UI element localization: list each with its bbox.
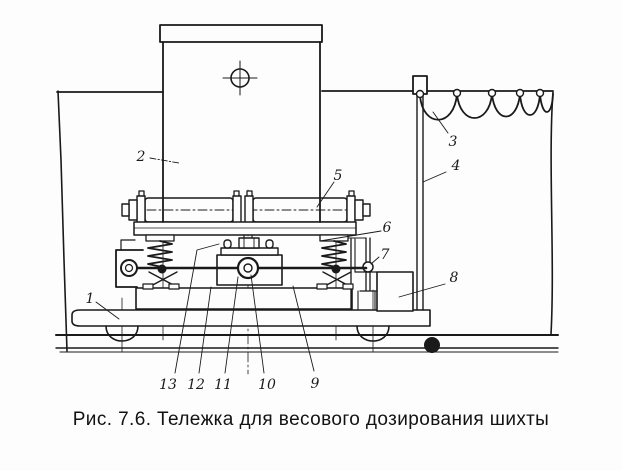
block-subplate [221,248,278,255]
callout-12: 12 [187,287,211,393]
callout-7-number: 7 [381,247,390,263]
roller-end-plate [137,196,145,224]
callout-2-number: 2 [136,149,146,165]
hook-hanger-lines [121,240,135,250]
base-frame [136,288,352,309]
cable-post-assembly [413,76,553,310]
cable-loop [420,94,457,120]
cable-ring [454,90,461,97]
callout-11-number: 11 [214,377,232,393]
cable-loop [520,94,540,115]
platform-beam [72,310,430,326]
right-spring-assembly [317,235,353,289]
callout-11: 11 [214,277,238,393]
roller-end-plate [355,200,363,220]
festoon-cable [417,90,554,120]
equipment-box [377,272,413,311]
support-foot [317,284,327,289]
block-center-tab [239,238,259,248]
callout-8-number: 8 [450,270,459,286]
callout-1: 1 [86,291,119,319]
link-guide [358,291,375,310]
callout-6-number: 6 [383,220,392,236]
central-pivot-hole [244,264,252,272]
wall-right-edge [551,92,553,334]
roller-bolt-head [122,204,129,216]
cable-ring [489,90,496,97]
support-foot [169,284,179,289]
callout-4-number: 4 [451,158,461,174]
left-spring-assembly [143,235,179,289]
cable-ring [417,91,424,98]
roller-end-plate [347,196,355,224]
hopper-center-mark [223,61,257,95]
central-pivot-ring [238,258,258,278]
callout-10: 10 [251,275,276,393]
callout-3-number: 3 [449,134,458,150]
right-wheel [357,326,389,341]
callout-13: 13 [159,244,219,393]
callout-9-number: 9 [311,376,320,392]
callout-10-number: 10 [258,377,276,393]
callout-6: 6 [320,220,392,241]
callout-5: 5 [317,168,343,207]
callout-12-number: 12 [187,377,205,393]
callout-9: 9 [293,286,320,392]
roller-assembly [122,191,370,240]
callout-13-number: 13 [159,377,177,393]
cable-ring [537,90,544,97]
lever-end-ring-hole [126,265,133,272]
figure-caption: Рис. 7.6. Тележка для весового дозирован… [72,409,550,430]
track-stop-bump [424,337,440,353]
callout-3: 3 [433,112,458,150]
tab-inner-lines [244,238,254,248]
callout-2: 2 [136,149,179,165]
left-hook-bracket [116,250,143,287]
callout-5-number: 5 [334,168,343,184]
callouts: 1 2 3 4 5 6 7 [86,112,460,393]
coil-spring [322,241,346,267]
hopper [160,25,322,95]
roller-center-plate [233,196,241,224]
hopper-top-rim [160,25,322,42]
cable-loop [540,94,553,112]
cable-ring [517,90,524,97]
right-spring-ball-pivot [331,264,341,274]
left-wheel [106,326,138,341]
callout-7: 7 [371,247,390,264]
block-pin-left [224,240,231,248]
cable-loop [492,94,520,117]
roller-center-plate [245,196,253,224]
equipment-box-assembly [348,238,413,311]
lever-system [116,240,366,287]
wall-left-edge [58,91,67,351]
cable-loop [457,94,492,118]
roller-end-plate [129,200,137,220]
coil-spring [148,241,172,267]
callout-8: 8 [399,270,459,297]
roller-bolt-head [363,204,370,216]
left-spring-ball-pivot [157,264,167,274]
callout-4: 4 [423,158,460,182]
lever-end-ring [121,260,137,276]
callout-1-number: 1 [86,291,95,307]
support-foot [343,284,353,289]
support-foot [143,284,153,289]
weigh-plate [134,222,356,235]
block-pin-right [266,240,273,248]
